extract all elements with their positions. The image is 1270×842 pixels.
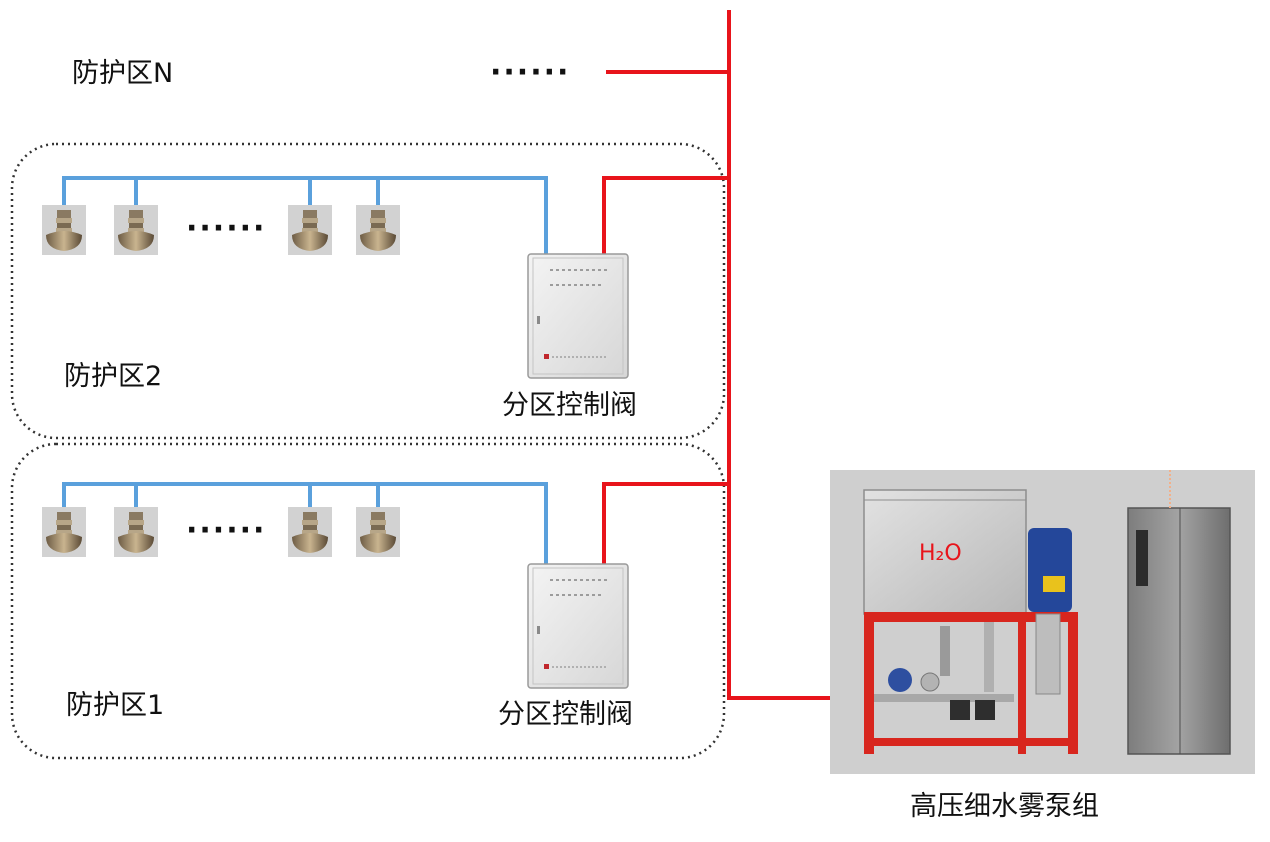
zone-valve-box xyxy=(527,563,629,689)
water-tank xyxy=(863,489,1027,615)
nozzle xyxy=(114,507,158,557)
zone-2-branch-pipe xyxy=(62,176,548,254)
zone-1-valve-label: 分区控制阀 xyxy=(498,699,633,730)
zone-2-valve-label: 分区控制阀 xyxy=(502,390,637,421)
pump-frame xyxy=(864,612,1078,622)
nozzle-ellipsis: ······ xyxy=(186,211,266,246)
zone-2: ······ 防护区2 分区控制阀 xyxy=(10,142,729,440)
zone-1-branch-pipe xyxy=(62,482,548,564)
nozzle xyxy=(356,205,400,255)
zone-1-supply-branch xyxy=(602,482,729,564)
zone-2-label: 防护区2 xyxy=(64,361,162,392)
zone-1-boundary xyxy=(10,442,726,760)
nozzle-ellipsis: ······ xyxy=(186,513,266,548)
tank-label: H₂O xyxy=(919,541,962,566)
nozzle xyxy=(114,205,158,255)
zone-n-label: 防护区N xyxy=(72,58,173,89)
nozzle xyxy=(288,205,332,255)
zone-valve-box xyxy=(527,253,629,379)
zone-2-supply-branch xyxy=(602,176,729,254)
zone-1: ······ 防护区1 分区控制阀 xyxy=(10,442,729,760)
zone-1-label: 防护区1 xyxy=(66,690,164,721)
pump-unit-label: 高压细水雾泵组 xyxy=(910,791,1099,822)
pump-unit-photo: H₂O xyxy=(830,470,1255,774)
zone-2-boundary xyxy=(10,142,726,440)
zone-n-ellipsis: ······ xyxy=(490,55,570,90)
nozzle xyxy=(42,205,86,255)
nozzle xyxy=(356,507,400,557)
nozzle xyxy=(42,507,86,557)
nozzle xyxy=(288,507,332,557)
pump-motor xyxy=(1028,528,1072,612)
main-supply-pipe xyxy=(727,10,866,700)
